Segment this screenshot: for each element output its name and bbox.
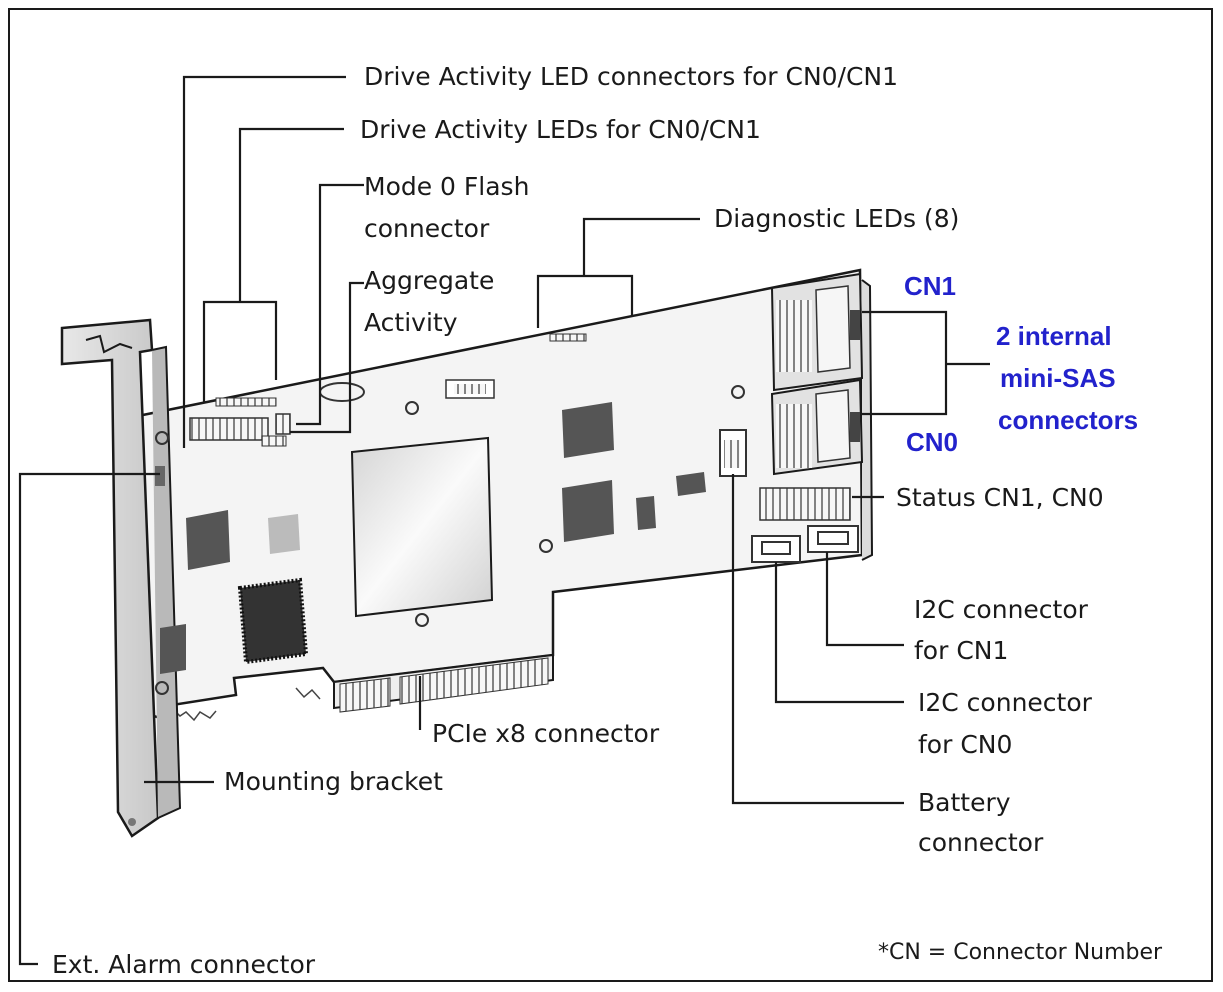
label-aggregate-line2: Activity [364,308,458,337]
label-mounting-bracket: Mounting bracket [224,767,443,796]
label-i2c-cn1-line1: I2C connector [914,595,1088,624]
label-status: Status CN1, CN0 [896,483,1104,512]
label-cn1: CN1 [904,271,957,301]
label-ext-alarm-connector: Ext. Alarm connector [52,950,316,979]
mounting-holes [155,382,745,695]
label-i2c-cn0-line1: I2C connector [918,688,1092,717]
label-sas-line3: connectors [998,405,1139,435]
mini-sas-connectors [770,272,864,476]
label-drive-led-connectors: Drive Activity LED connectors for CN0/CN… [364,62,899,91]
label-battery-line2: connector [918,828,1044,857]
label-cn0: CN0 [906,427,959,457]
i2c-connector-parts [751,525,859,563]
label-i2c-cn0-line2: for CN0 [918,730,1013,759]
label-i2c-cn1-line2: for CN1 [914,636,1009,665]
diagram-border [8,8,1213,982]
heatsink [350,436,494,618]
label-sas-line1: 2 internal [996,321,1112,351]
circuit-board [116,268,874,722]
callout-lines [18,75,990,966]
header-rows [189,333,851,521]
label-mode0-flash-line2: connector [364,214,490,243]
label-battery-line1: Battery [918,788,1011,817]
label-aggregate-line1: Aggregate [364,266,495,295]
pcie-edge-connector [333,653,554,713]
label-drive-leds: Drive Activity LEDs for CN0/CN1 [360,115,761,144]
mounting-bracket [60,318,182,838]
label-sas-line2: mini-SAS [1000,363,1116,393]
label-pcie-connector: PCIe x8 connector [432,719,660,748]
footnote-cn-definition: *CN = Connector Number [878,940,1163,965]
battery-connector-part [719,429,747,477]
label-mode0-flash-line1: Mode 0 Flash [364,172,530,201]
label-diagnostic-leds: Diagnostic LEDs (8) [714,204,960,233]
board-chips [160,379,706,674]
